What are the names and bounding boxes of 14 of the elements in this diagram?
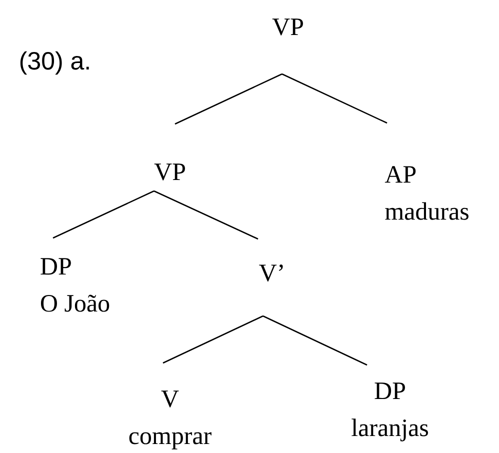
tree-node-label: V comprar <box>129 390 212 450</box>
tree-node-label: DP laranjas <box>352 382 428 442</box>
tree-node-label: DP O João <box>40 258 110 312</box>
tree-branch <box>282 73 388 124</box>
tree-branch <box>174 73 282 125</box>
tree-branch <box>52 190 154 239</box>
tree-branch <box>162 315 264 364</box>
example-number: (30) a. <box>20 51 89 75</box>
tree-branch <box>262 315 368 366</box>
tree-node-label: AP maduras <box>384 166 468 220</box>
tree-node-label: V’ <box>259 264 283 282</box>
tree-node-label: VP <box>272 18 303 36</box>
tree-branch <box>154 190 258 240</box>
tree-node-label: VP <box>154 164 185 180</box>
